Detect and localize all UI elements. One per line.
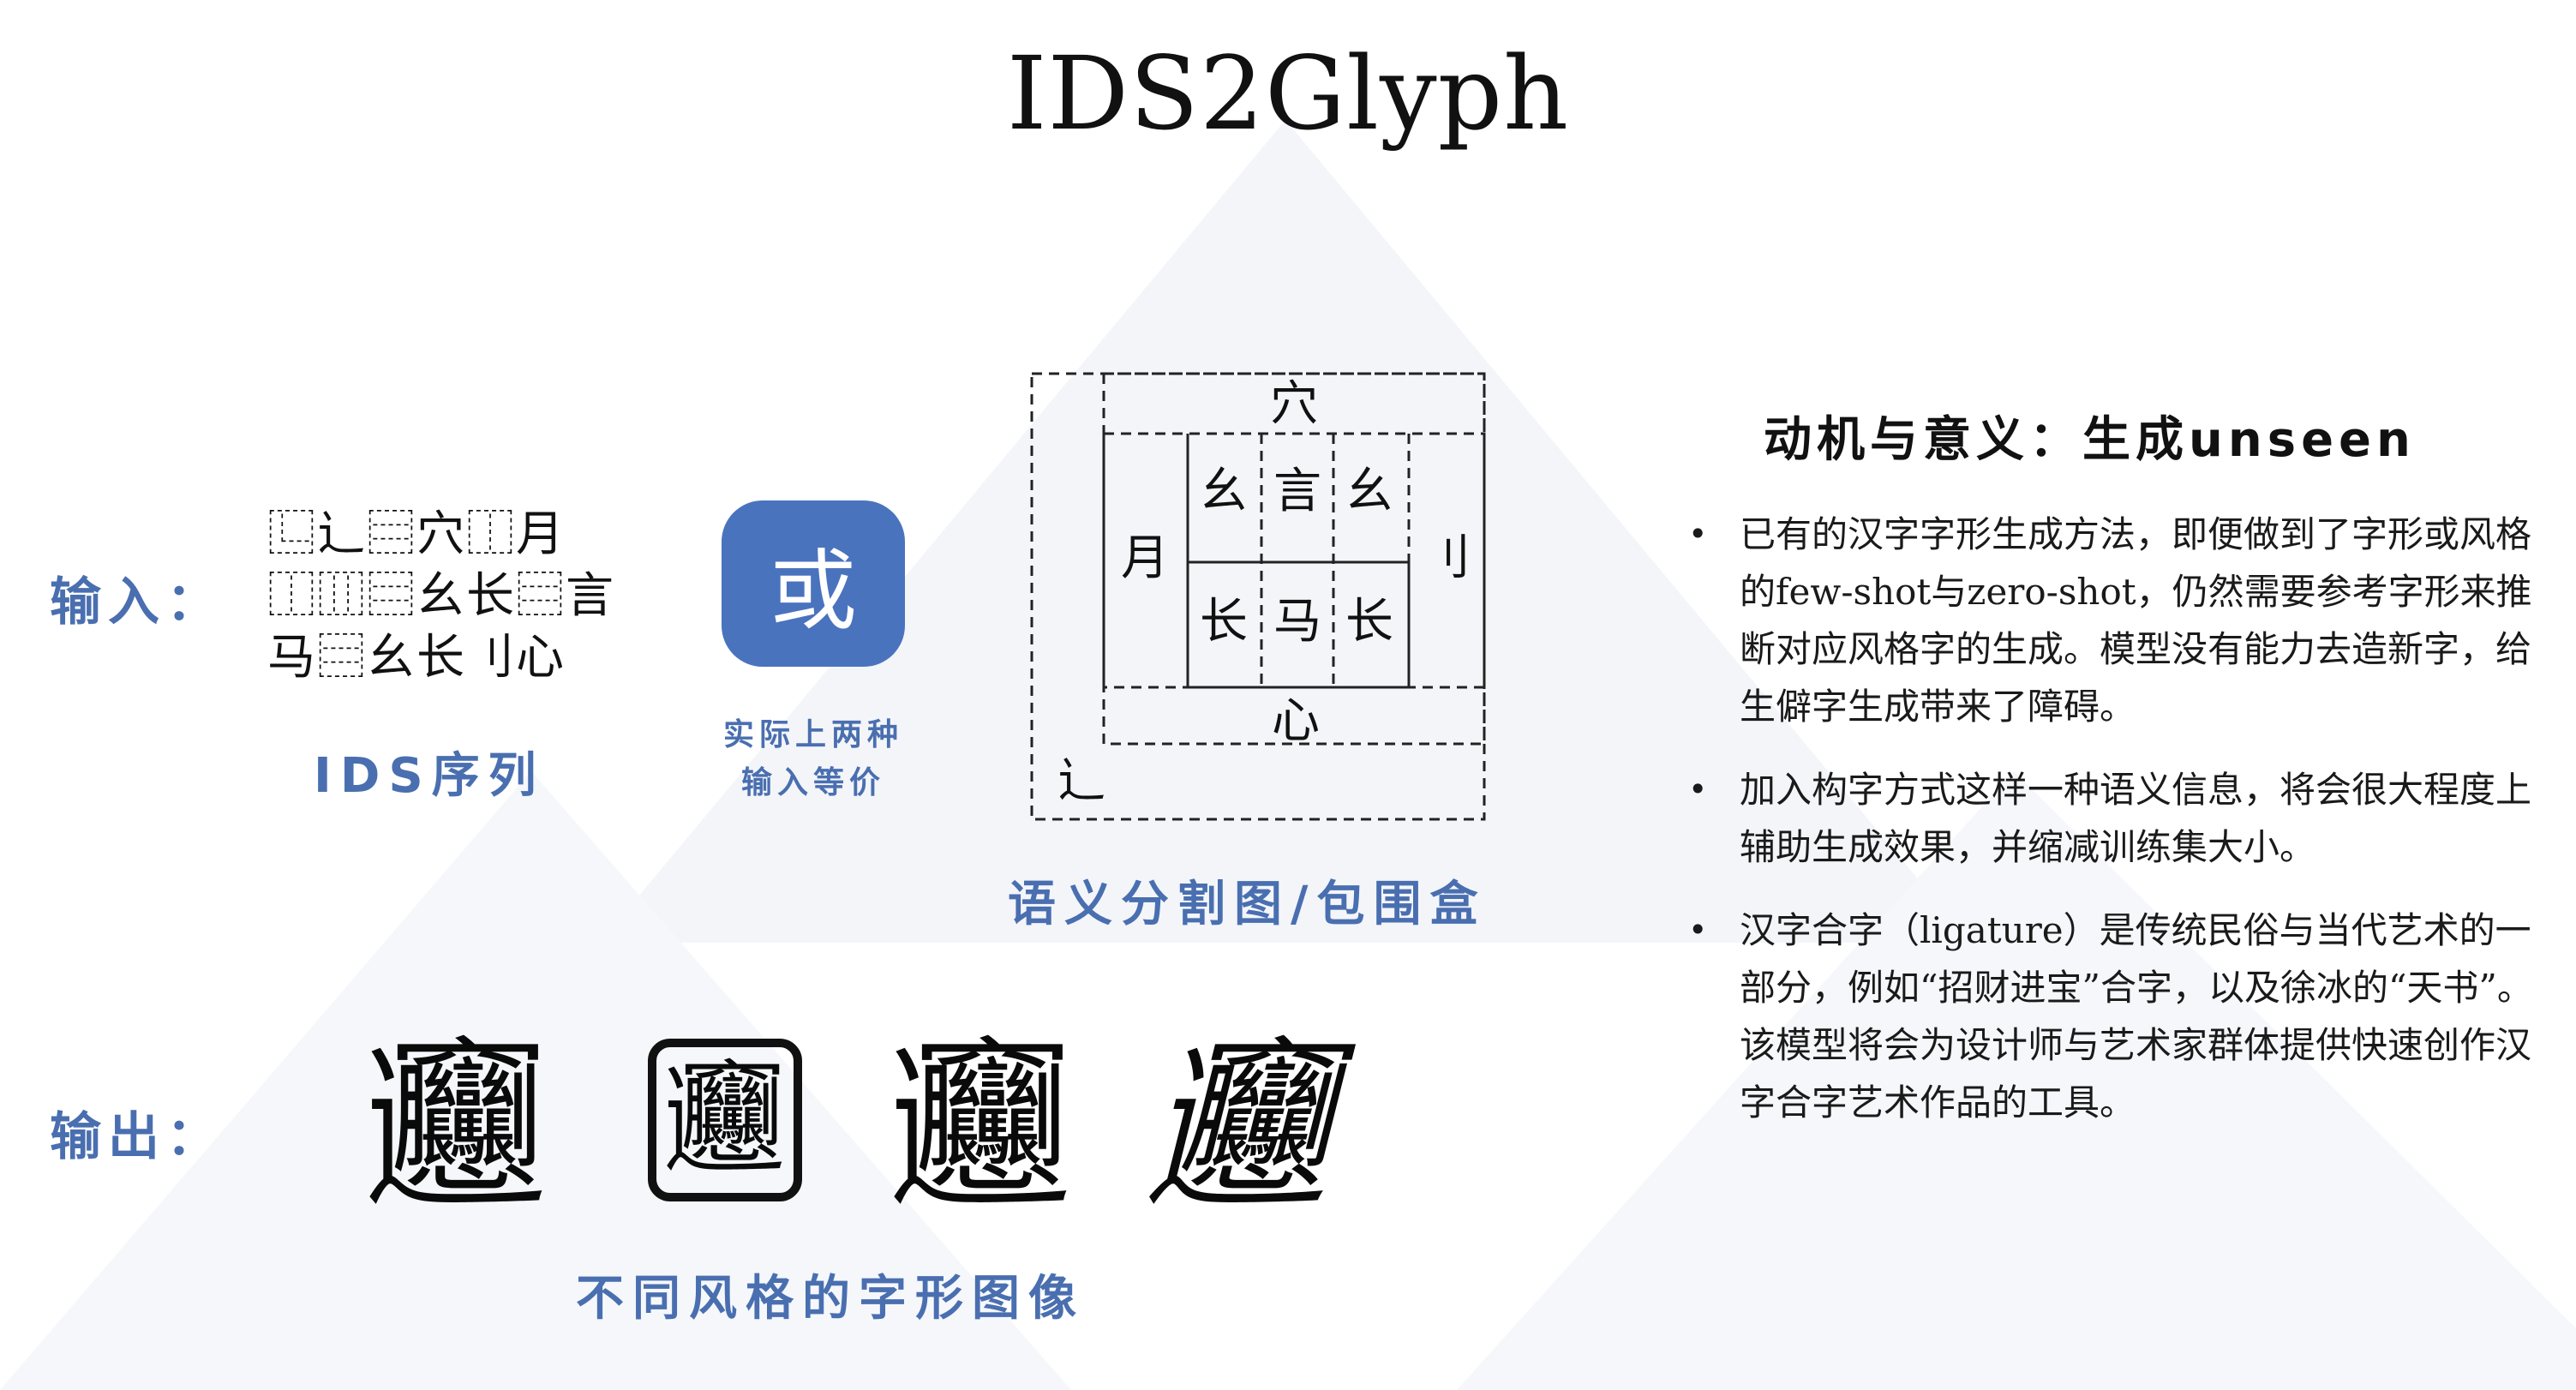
input-label: 输入： xyxy=(50,572,225,632)
ids-line: 马⿳幺长刂心 xyxy=(267,630,566,686)
ids-line: ⿺辶⿳穴⿰月 xyxy=(267,506,566,562)
equivalence-note-line: 输入等价 xyxy=(740,765,885,800)
segmentation-caption: 语义分割图/包围盒 xyxy=(1008,877,1487,932)
bullet-text: 汉字合字（ligature）是传统民俗与当代艺术的一部分，例如“招财进宝”合字，… xyxy=(1740,909,2533,1123)
component-xin: 心 xyxy=(1272,693,1320,749)
ids-sequence: ⿺辶⿳穴⿰月 ⿰⿲⿳幺长⿳言 马⿳幺长刂心 xyxy=(267,495,615,686)
motivation-title: 动机与意义：生成unseen xyxy=(1764,412,2416,468)
motivation-list: • 已有的汉字字形生成方法，即便做到了字形或风格的few-shot与zero-s… xyxy=(1680,506,2545,1157)
component-yao-left: 幺 xyxy=(1200,464,1248,519)
list-item: • 汉字合字（ligature）是传统民俗与当代艺术的一部分，例如“招财进宝”合… xyxy=(1680,902,2545,1131)
list-item: • 已有的汉字字形生成方法，即便做到了字形或风格的few-shot与zero-s… xyxy=(1680,506,2545,735)
ids-line: ⿰⿲⿳幺长⿳言 xyxy=(267,568,615,624)
output-glyph-calligraphy: 𰻞 xyxy=(1147,1022,1328,1231)
bounding-boxes xyxy=(1030,372,1486,821)
list-item: • 加入构字方式这样一种语义信息，将会很大程度上辅助生成效果，并缩减训练集大小。 xyxy=(1680,761,2545,876)
component-chang-right: 长 xyxy=(1345,594,1393,650)
bullet-text: 加入构字方式这样一种语义信息，将会很大程度上辅助生成效果，并缩减训练集大小。 xyxy=(1740,769,2532,868)
bullet-marker: • xyxy=(1688,515,1708,553)
component-ma: 马 xyxy=(1273,594,1321,650)
component-chuo: 辶 xyxy=(1057,753,1105,809)
output-glyph-regular: 𰻞 xyxy=(366,1022,547,1231)
segmentation-diagram: 穴 月 幺 言 幺 长 马 长 刂 心 辶 xyxy=(1028,370,1491,826)
component-yao-right: 幺 xyxy=(1345,464,1393,519)
bullet-marker: • xyxy=(1688,770,1708,808)
composed-char-badge: 或 xyxy=(722,500,905,667)
page-title: IDS2Glyph xyxy=(1006,34,1570,153)
component-yue: 月 xyxy=(1121,530,1169,586)
equivalence-note-line: 实际上两种 xyxy=(722,717,903,752)
bullet-text: 已有的汉字字形生成方法，即便做到了字形或风格的few-shot与zero-sho… xyxy=(1740,513,2532,728)
equivalence-note: 实际上两种 输入等价 xyxy=(677,711,950,807)
component-yan: 言 xyxy=(1273,464,1321,519)
output-caption: 不同风格的字形图像 xyxy=(576,1271,1085,1327)
ids-sequence-caption: IDS序列 xyxy=(314,748,545,804)
output-label: 输出： xyxy=(50,1107,225,1167)
bullet-marker: • xyxy=(1688,911,1708,949)
output-glyph-seal: 𰻞 xyxy=(648,1039,802,1201)
output-glyph-bold: 𰻞 xyxy=(890,1022,1071,1231)
component-xue: 穴 xyxy=(1270,376,1318,432)
component-chang-left: 长 xyxy=(1200,594,1248,650)
component-dao: 刂 xyxy=(1423,530,1471,586)
